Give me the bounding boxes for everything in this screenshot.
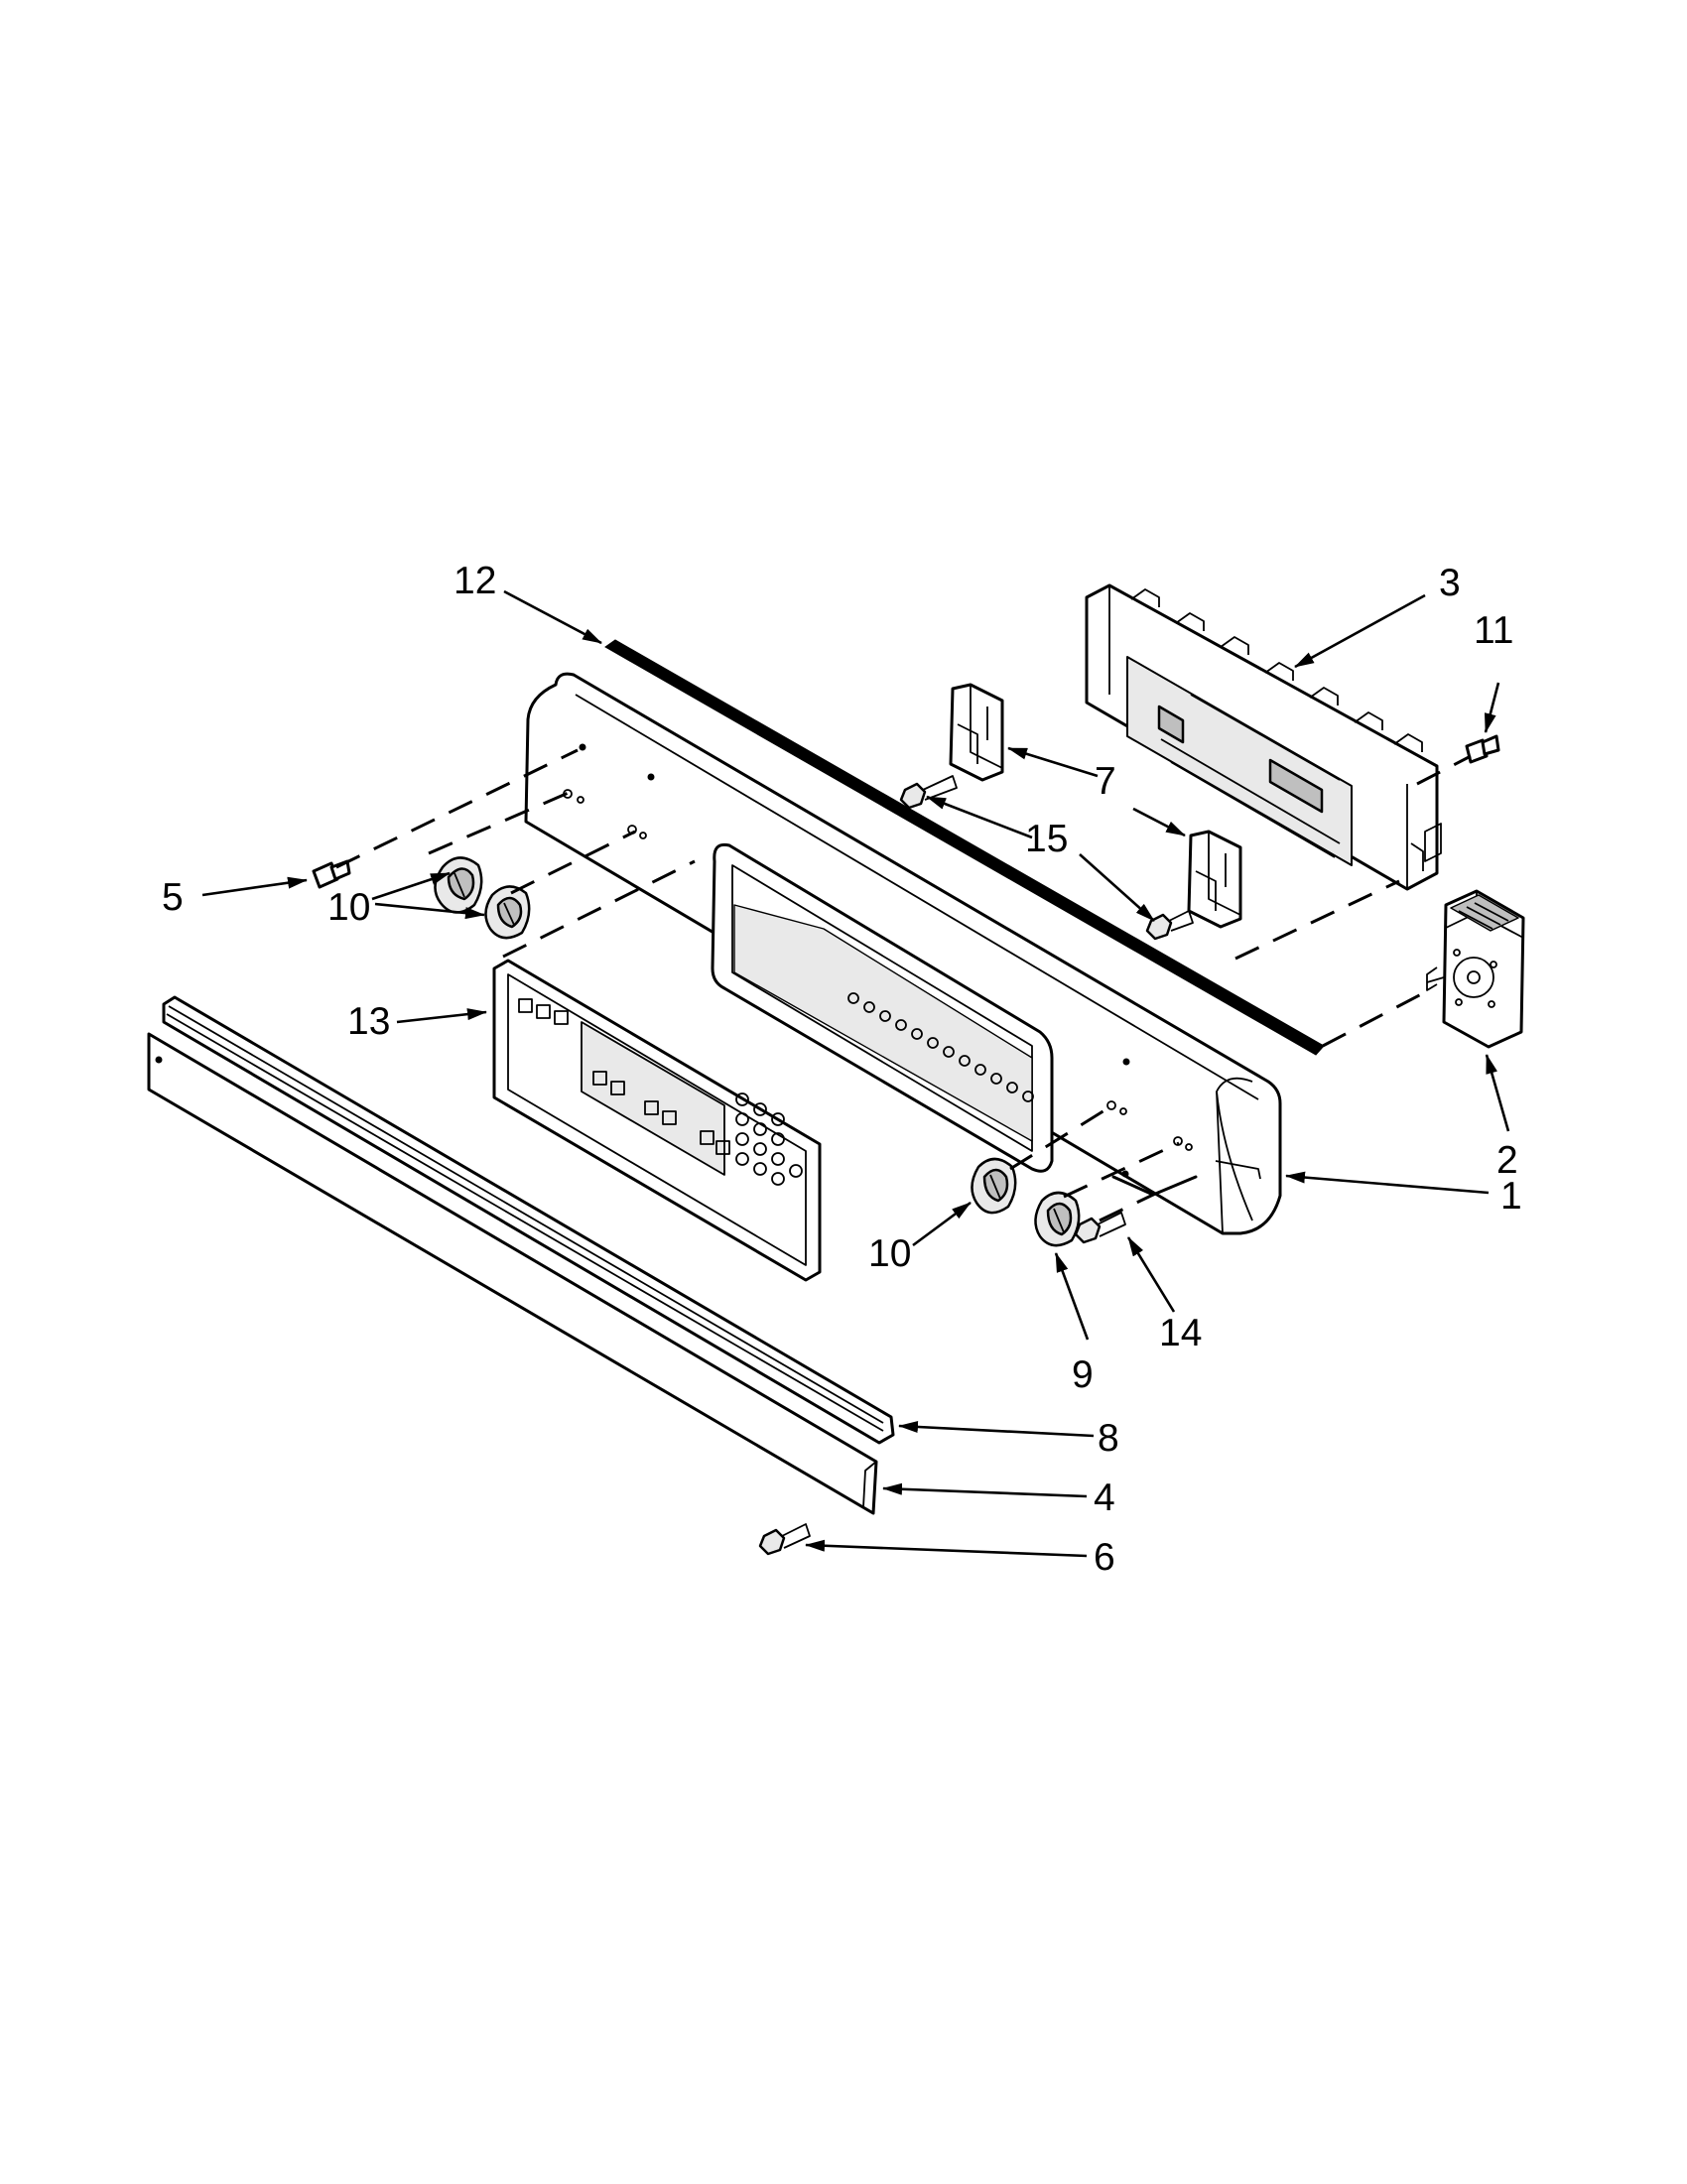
knob-lower-right-part [1034, 1191, 1081, 1247]
callout-10-lower: 10 [868, 1232, 911, 1275]
knob-upper-left-part [434, 856, 483, 914]
board-clips [1130, 588, 1423, 752]
electronic-control-board-part [1085, 583, 1442, 891]
callout-7: 7 [1095, 760, 1116, 803]
knob-upper-right-part [484, 885, 531, 940]
callout-labels: 12 3 11 7 15 5 10 13 2 1 10 14 9 8 4 6 [162, 560, 1522, 1579]
window-tabs [847, 992, 1034, 1102]
screw-part-11 [1465, 734, 1500, 764]
callout-9: 9 [1072, 1353, 1094, 1396]
screw-part-15-lower [1145, 910, 1194, 941]
screw-part-5 [312, 859, 351, 889]
callout-11: 11 [1474, 609, 1514, 652]
trim-strip-part [162, 995, 895, 1445]
leader-arrows [201, 589, 1510, 1558]
callout-12: 12 [454, 560, 496, 602]
assembly-lines [335, 748, 1472, 1222]
callout-4: 4 [1094, 1477, 1115, 1519]
callout-14: 14 [1159, 1312, 1202, 1354]
lower-trim-panel-part [147, 1032, 878, 1515]
knob-lower-left-part [971, 1157, 1017, 1215]
keypad-buttons [735, 1092, 803, 1186]
callout-3: 3 [1439, 562, 1461, 604]
callout-5: 5 [162, 876, 184, 919]
callout-6: 6 [1094, 1536, 1115, 1579]
callout-8: 8 [1098, 1417, 1119, 1460]
mounting-bracket-lower-part [1187, 830, 1242, 929]
screw-part-15-upper [899, 775, 958, 810]
screw-part-14 [1074, 1212, 1126, 1244]
callout-2: 2 [1496, 1139, 1518, 1182]
screw-part-6 [758, 1523, 811, 1556]
keypad-overlay-part [492, 959, 822, 1282]
control-panel-console-part [524, 672, 1282, 1235]
callout-10-upper: 10 [327, 886, 370, 929]
callout-13: 13 [347, 1000, 390, 1043]
callout-1: 1 [1500, 1175, 1522, 1218]
mounting-bracket-upper-part [949, 683, 1004, 782]
callout-15: 15 [1025, 818, 1068, 860]
switch-module-part [1426, 889, 1525, 1049]
